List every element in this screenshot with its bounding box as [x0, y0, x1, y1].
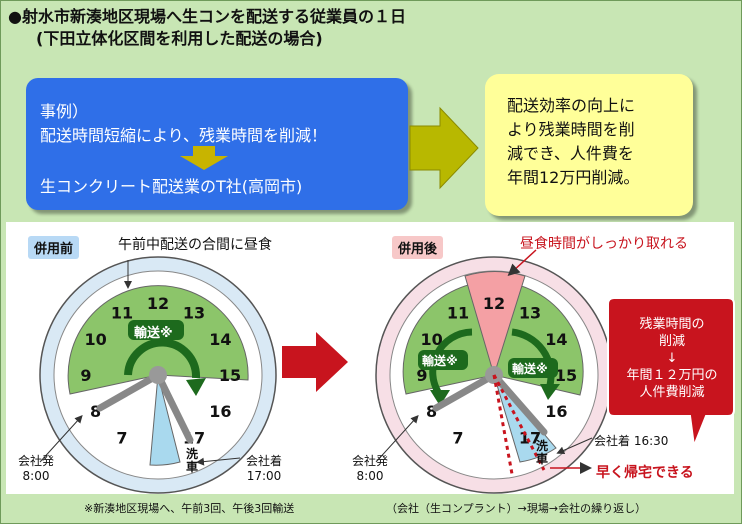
transport-label-after-right: 輸送※	[512, 362, 548, 376]
arrive-before: 会社着 17:00	[246, 454, 282, 484]
result-box: 配送効率の向上に より残業時間を削 減でき、人件費を 年間12万円削減。	[485, 74, 693, 216]
result-line: 減でき、人件費を	[507, 144, 634, 163]
hour-label-12: 12	[483, 294, 505, 313]
callout-line: 削減	[658, 334, 685, 349]
down-arrow-icon	[180, 146, 228, 170]
callout-box	[607, 297, 735, 450]
hour-label-14: 14	[545, 330, 567, 349]
footer-note: ※新湊地区現場へ、午前3回、午後3回輸送	[84, 502, 295, 515]
early-home: 早く帰宅できる	[596, 465, 694, 481]
depart-label: 会社発	[18, 454, 55, 468]
callout-line: 人件費削減	[639, 385, 705, 400]
tag-before: 併用前	[28, 236, 80, 259]
arrive-time: 17:00	[246, 469, 282, 483]
depart-time: 8:00	[356, 469, 384, 483]
transport-label-before: 輸送※	[134, 326, 173, 341]
transport-label-after-left-bg	[418, 350, 468, 370]
hour-label-14: 14	[209, 330, 231, 349]
hour-label-11: 11	[447, 304, 469, 323]
hour-label-15: 15	[555, 366, 577, 385]
case-box: 事例） 配送時間短縮により、残業時間を削減！ 生コンクリート配送業のT社(高岡市…	[26, 78, 408, 210]
arrive-label: 会社着	[246, 454, 283, 468]
hour-label-13: 13	[183, 304, 205, 323]
callout-text: 残業時間の 削減 ↓ 年間１２万円の 人件費削減	[612, 316, 732, 401]
transport-label-before-bg	[128, 320, 184, 340]
wash-char: 車	[186, 460, 199, 474]
hour-label-11: 11	[111, 304, 133, 323]
depart-after: 会社発 8:00	[352, 454, 388, 484]
title-line1: ●射水市新湊地区現場へ生コンを配送する従業員の１日	[8, 7, 406, 26]
tag-after: 併用後	[392, 236, 444, 259]
result-line: より残業時間を削	[507, 120, 635, 139]
case-company: 生コンクリート配送業のT社(高岡市)	[40, 177, 303, 196]
depart-before: 会社発 8:00	[18, 454, 54, 484]
wash-label-after: 洗 車	[536, 440, 548, 466]
hour-label-8: 8	[426, 402, 437, 421]
title-line2: (下田立体化区間を利用した配送の場合)	[36, 29, 323, 48]
result-line: 年間12万円削減。	[507, 168, 640, 187]
wash-label-before: 洗 車	[186, 448, 198, 474]
wash-char: 洗	[186, 447, 199, 461]
arrive-after: 会社着 16:30	[594, 434, 669, 448]
hour-label-7: 7	[116, 428, 127, 447]
wash-char: 洗	[536, 439, 549, 453]
depart-time: 8:00	[22, 469, 50, 483]
annotation-before: 午前中配送の合間に昼食	[118, 237, 272, 253]
wash-char: 車	[536, 452, 549, 466]
page-title: ●射水市新湊地区現場へ生コンを配送する従業員の１日 (下田立体化区間を利用した配…	[8, 6, 406, 50]
hour-label-10: 10	[420, 330, 442, 349]
hour-label-15: 15	[219, 366, 241, 385]
callout-arrow: ↓	[666, 351, 678, 366]
callout-line: 年間１２万円の	[626, 368, 718, 383]
hour-label-16: 16	[209, 402, 231, 421]
red-arrow-icon	[282, 332, 348, 392]
hour-label-9: 9	[416, 366, 427, 385]
transport-label-after-right-bg	[508, 358, 558, 378]
hour-label-8: 8	[90, 402, 101, 421]
case-heading: 事例）	[40, 102, 89, 121]
transport-label-after-left: 輸送※	[422, 354, 458, 368]
depart-label: 会社発	[352, 454, 389, 468]
hour-label-9: 9	[80, 366, 91, 385]
result-line: 配送効率の向上に	[507, 96, 636, 115]
annotation-after: 昼食時間がしっかり取れる	[520, 236, 688, 252]
right-arrow-icon	[409, 106, 479, 190]
callout-line: 残業時間の	[639, 317, 705, 332]
hour-label-16: 16	[545, 402, 567, 421]
hour-label-10: 10	[84, 330, 106, 349]
hour-label-13: 13	[519, 304, 541, 323]
hour-label-12: 12	[147, 294, 169, 313]
hour-label-7: 7	[452, 428, 463, 447]
footer-route: （会社（生コンプラント）→現場→会社の繰り返し）	[386, 502, 647, 515]
case-description: 配送時間短縮により、残業時間を削減！	[40, 126, 328, 145]
